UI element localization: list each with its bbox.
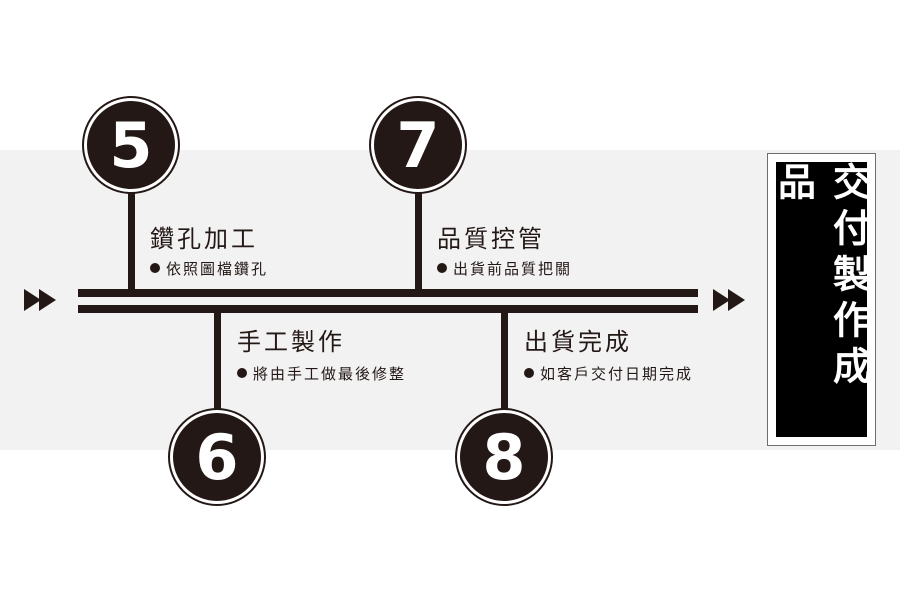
step-connector — [415, 190, 422, 290]
step-connector — [501, 312, 508, 412]
step-title: 品質控管 — [437, 225, 545, 253]
step-title: 出貨完成 — [524, 328, 632, 356]
step-number-badge: 6 — [170, 410, 264, 504]
step-title: 鑽孔加工 — [150, 225, 258, 253]
bullet-icon — [237, 367, 247, 378]
step-desc: 將由手工做最後修整 — [237, 363, 406, 384]
step-desc: 依照圖檔鑽孔 — [150, 258, 268, 279]
final-product-box: 交付製作成品 — [767, 153, 876, 446]
step-number-badge: 7 — [371, 98, 465, 192]
final-product-label: 交付製作成品 — [771, 162, 871, 392]
bullet-icon — [150, 262, 160, 273]
background-band — [0, 150, 900, 450]
bullet-icon — [437, 262, 447, 273]
step-title: 手工製作 — [237, 328, 345, 356]
step-connector — [214, 312, 221, 412]
step-desc-text: 將由手工做最後修整 — [253, 365, 407, 383]
arrow-icon — [728, 289, 745, 311]
step-desc-text: 依照圖檔鑽孔 — [166, 260, 269, 278]
arrow-icon — [713, 289, 730, 311]
step-desc-text: 如客戶交付日期完成 — [540, 365, 694, 383]
arrow-icon — [24, 289, 41, 311]
step-desc: 如客戶交付日期完成 — [524, 363, 693, 384]
step-connector — [128, 190, 135, 290]
timeline-rail-top — [78, 289, 698, 297]
bullet-icon — [524, 367, 534, 378]
step-desc-text: 出貨前品質把關 — [453, 260, 573, 278]
timeline-rail-bottom — [78, 305, 698, 313]
arrow-icon — [39, 289, 56, 311]
step-number-badge: 8 — [457, 410, 551, 504]
step-number-badge: 5 — [84, 98, 178, 192]
final-product-panel: 交付製作成品 — [772, 162, 871, 437]
step-desc: 出貨前品質把關 — [437, 258, 572, 279]
